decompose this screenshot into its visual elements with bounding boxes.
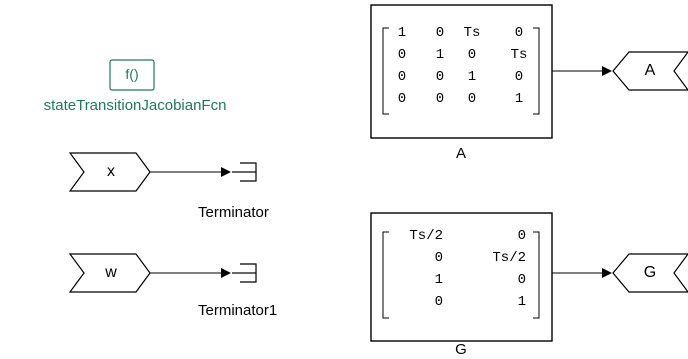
constant-block-g[interactable] [370, 212, 553, 342]
matrix-g-cell: 0 [517, 272, 526, 288]
matrix-a-cell: Ts [510, 47, 528, 63]
function-block[interactable] [109, 59, 155, 91]
matrix-a-cell: 0 [397, 91, 407, 107]
constant-block-a-name: A [455, 145, 466, 162]
constant-block-g-name: G [455, 341, 467, 358]
matrix-a-cell: 0 [435, 25, 445, 41]
matrix-a-cell: 1 [514, 91, 524, 107]
matrix-a-cell: 0 [467, 91, 477, 107]
matrix-a-cell: 0 [467, 47, 477, 63]
matrix-a-cell: 1 [435, 47, 445, 63]
matrix-g-right-bracket [533, 231, 540, 319]
goto-tag-g: G [643, 264, 657, 281]
terminator1-block[interactable] [232, 263, 257, 283]
matrix-g-cell: 0 [434, 294, 443, 310]
matrix-a-cell: 0 [397, 47, 407, 63]
matrix-a-left-bracket [382, 27, 389, 115]
matrix-a-cell: 1 [467, 69, 477, 85]
matrix-g-cell: 0 [517, 228, 526, 244]
matrix-g-cell: Ts/2 [492, 250, 526, 266]
matrix-a-cell: 1 [397, 25, 407, 41]
from-block-x[interactable] [68, 152, 151, 192]
goto-tag-a: A [644, 62, 656, 79]
goto-block-a[interactable] [612, 51, 688, 91]
matrix-a-cell: 0 [397, 69, 407, 85]
from-tag-w: w [105, 264, 117, 281]
matrix-a-cell: 0 [435, 91, 445, 107]
from-tag-x: x [107, 163, 115, 180]
matrix-g-left-bracket [382, 231, 389, 319]
terminator-label: Terminator [198, 204, 269, 221]
matrix-g-cell: 0 [434, 250, 443, 266]
matrix-a-right-bracket [533, 27, 540, 115]
terminator-block[interactable] [232, 162, 257, 182]
function-block-name: stateTransitionJacobianFcn [43, 97, 227, 114]
matrix-a-cell: 0 [514, 25, 524, 41]
function-block-label: f() [125, 66, 139, 82]
matrix-a-cell: 0 [435, 69, 445, 85]
matrix-a-cell: Ts [463, 25, 481, 41]
from-block-w[interactable] [68, 253, 151, 293]
matrix-a-cell: 0 [514, 69, 524, 85]
matrix-g-cell: 1 [434, 272, 443, 288]
goto-block-g[interactable] [612, 253, 688, 293]
matrix-g-cell: 1 [517, 294, 526, 310]
matrix-g-cell: Ts/2 [409, 228, 443, 244]
terminator1-label: Terminator1 [198, 302, 278, 319]
constant-block-a[interactable] [370, 4, 553, 139]
